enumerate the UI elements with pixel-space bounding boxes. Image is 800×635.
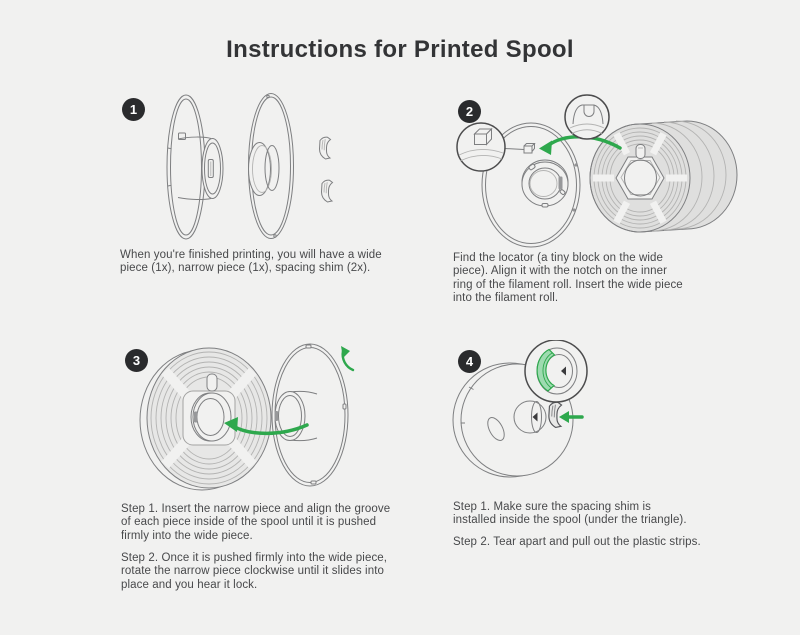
step-3-panel: 3 <box>110 340 420 630</box>
rotate-clockwise-arrow <box>341 346 355 372</box>
caption-paragraph: Step 1. Make sure the spacing shim is in… <box>453 501 687 527</box>
step-1-badge: 1 <box>122 98 145 121</box>
green-arrow <box>559 411 584 423</box>
step-3-badge: 3 <box>125 349 148 372</box>
filament-spool <box>139 347 272 491</box>
step-4-illustration <box>452 340 588 478</box>
locator-callout <box>456 122 506 172</box>
step-2-caption: Find the locator (a tiny block on the wi… <box>453 252 698 314</box>
step-1-panel: 1 <box>110 90 410 340</box>
step-3-illustration <box>139 343 355 491</box>
shim-callout <box>524 340 588 403</box>
step-2-illustration <box>456 94 738 248</box>
caption-paragraph: Step 2. Tear apart and pull out the plas… <box>453 536 701 549</box>
green-arrow <box>224 417 309 436</box>
caption-paragraph: When you're finished printing, you will … <box>120 249 382 275</box>
step-4-caption: Step 1. Make sure the spacing shim is in… <box>453 501 728 558</box>
caption-paragraph: Step 1. Insert the narrow piece and alig… <box>121 503 391 542</box>
caption-paragraph: Find the locator (a tiny block on the wi… <box>453 252 683 305</box>
narrow-piece <box>271 343 349 487</box>
step-4-panel: 4 <box>450 340 750 630</box>
wide-piece <box>481 122 581 248</box>
step-2-badge: 2 <box>458 100 481 123</box>
step-2-panel: 2 <box>450 90 750 340</box>
step-1-illustration <box>166 93 334 240</box>
step-3-caption: Step 1. Insert the narrow piece and alig… <box>121 503 419 600</box>
notch-callout <box>564 94 610 140</box>
step-1-caption: When you're finished printing, you will … <box>120 249 410 284</box>
spacing-shim <box>318 136 332 160</box>
narrow-piece <box>248 93 294 239</box>
spacing-shim <box>320 179 334 203</box>
caption-paragraph: Step 2. Once it is pushed firmly into th… <box>121 551 388 591</box>
filament-roll <box>589 120 738 233</box>
page-title: Instructions for Printed Spool <box>226 36 574 63</box>
wide-piece <box>166 94 224 240</box>
step-4-badge: 4 <box>458 350 481 373</box>
